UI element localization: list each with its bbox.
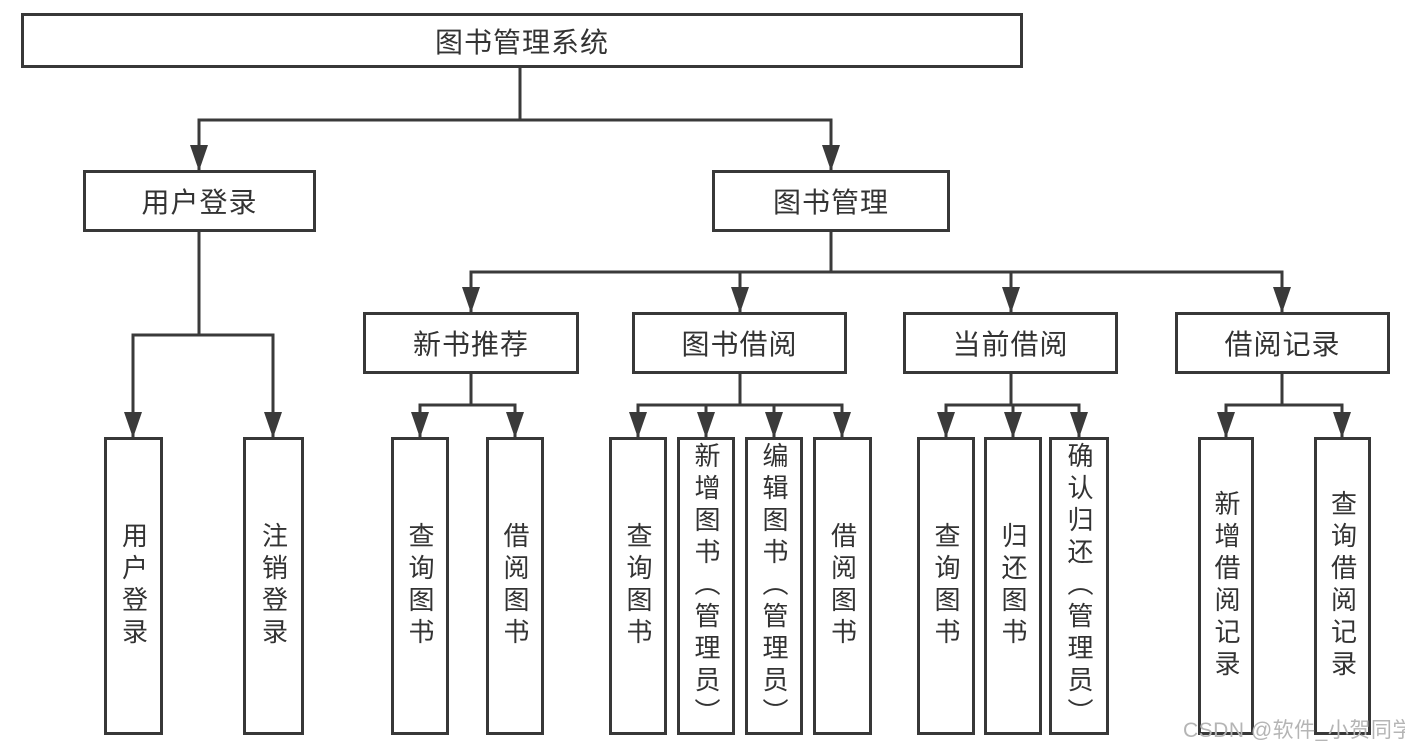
leaf-logout: 注销登录 [243, 437, 304, 735]
node-user-login: 用户登录 [83, 170, 316, 232]
node-borrow-records: 借阅记录 [1175, 312, 1390, 374]
leaf-borrow-books-1-label: 借阅图书 [500, 522, 530, 650]
csdn-watermark: CSDN @软件_小贺同学 [1183, 719, 1405, 742]
leaf-confirm-return-admin: 确认归还（管理员） [1049, 437, 1109, 735]
node-book-management-label: 图书管理 [772, 187, 889, 218]
node-current-borrow: 当前借阅 [903, 312, 1118, 374]
leaf-add-book-admin: 新增图书（管理员） [677, 437, 735, 735]
leaf-add-borrow-record-label: 新增借阅记录 [1211, 490, 1241, 682]
leaf-borrow-books-2-label: 借阅图书 [827, 522, 858, 650]
leaf-borrow-books-1: 借阅图书 [486, 437, 544, 735]
leaf-query-books-3: 查询图书 [917, 437, 975, 735]
leaf-borrow-books-2: 借阅图书 [813, 437, 872, 735]
leaf-add-book-admin-label: 新增图书（管理员） [691, 442, 721, 730]
leaf-query-books-2: 查询图书 [609, 437, 667, 735]
node-book-borrow-label: 图书借阅 [681, 329, 798, 360]
node-user-login-label: 用户登录 [141, 187, 258, 218]
leaf-query-books-2-label: 查询图书 [623, 522, 653, 650]
leaf-query-books-1: 查询图书 [391, 437, 449, 735]
leaf-edit-book-admin-label: 编辑图书（管理员） [759, 442, 789, 730]
leaf-logout-label: 注销登录 [258, 522, 289, 650]
node-new-book-recommend: 新书推荐 [363, 312, 579, 374]
node-book-borrow: 图书借阅 [632, 312, 847, 374]
node-root-label: 图书管理系统 [434, 26, 609, 58]
leaf-return-book: 归还图书 [984, 437, 1042, 735]
node-borrow-records-label: 借阅记录 [1224, 329, 1341, 360]
node-new-book-recommend-label: 新书推荐 [412, 329, 529, 360]
leaf-query-books-3-label: 查询图书 [931, 522, 961, 650]
leaf-user-login-label: 用户登录 [118, 522, 149, 650]
leaf-confirm-return-admin-label: 确认归还（管理员） [1064, 442, 1094, 730]
leaf-user-login: 用户登录 [104, 437, 163, 735]
node-book-management: 图书管理 [712, 170, 950, 232]
leaf-edit-book-admin: 编辑图书（管理员） [745, 437, 803, 735]
leaf-add-borrow-record: 新增借阅记录 [1198, 437, 1254, 735]
node-current-borrow-label: 当前借阅 [952, 329, 1069, 360]
leaf-query-borrow-record-label: 查询借阅记录 [1327, 490, 1358, 682]
leaf-query-books-1-label: 查询图书 [405, 522, 435, 650]
node-root: 图书管理系统 [21, 13, 1023, 68]
leaf-query-borrow-record: 查询借阅记录 [1314, 437, 1371, 735]
leaf-return-book-label: 归还图书 [998, 522, 1028, 650]
